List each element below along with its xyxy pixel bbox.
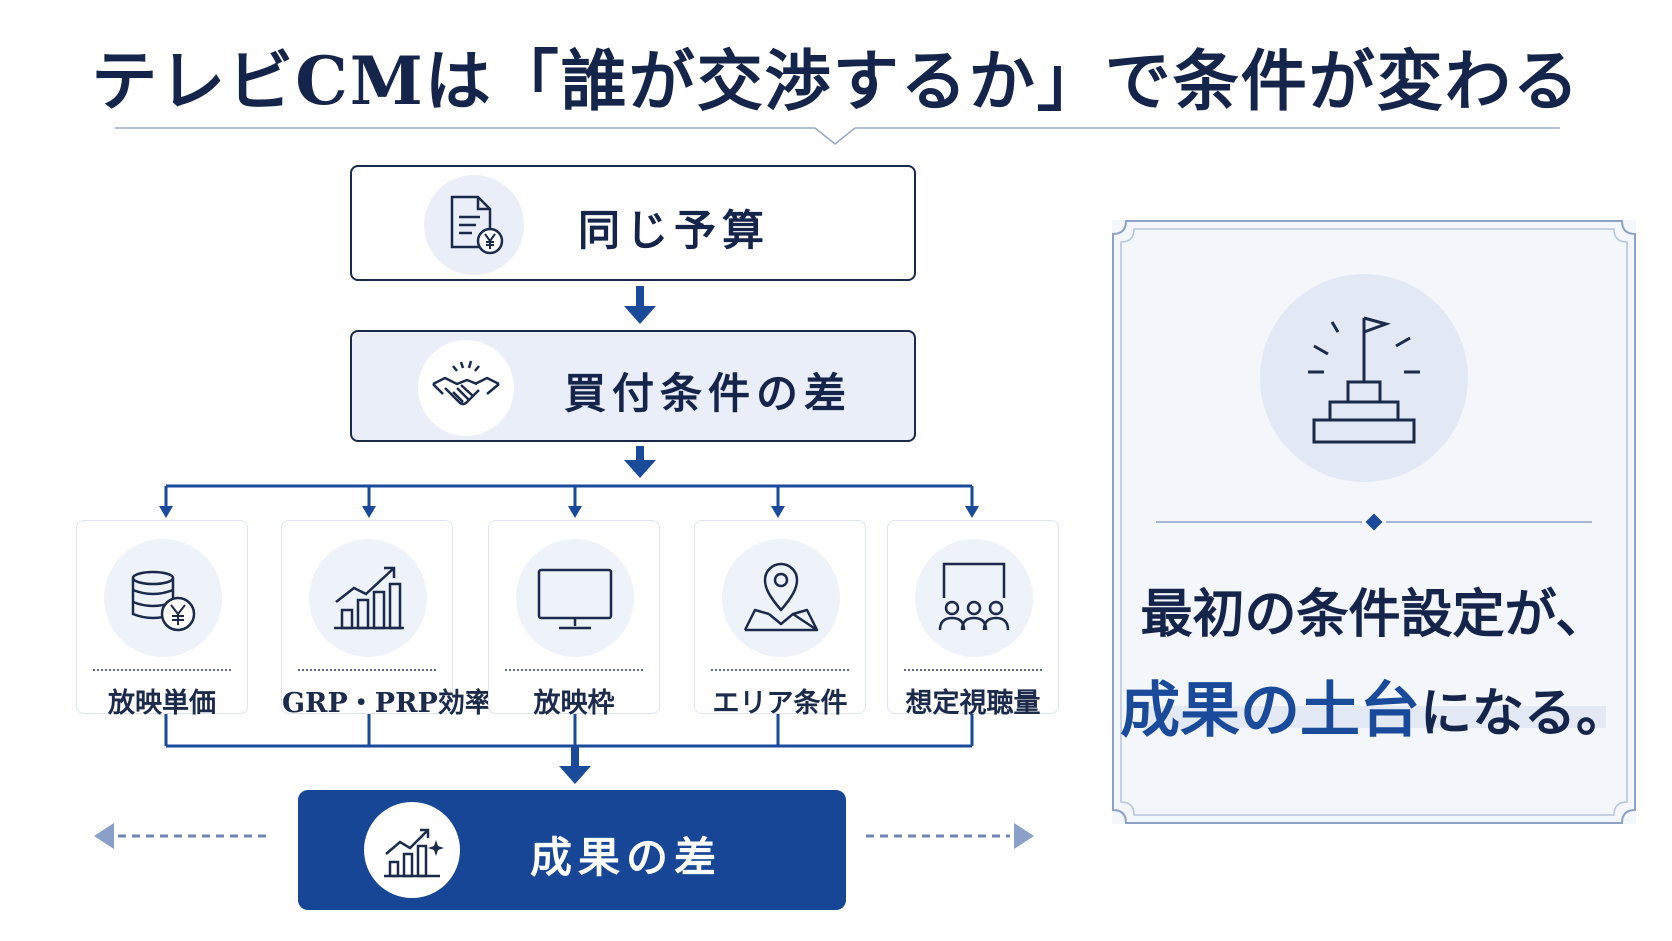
conclusion-panel: 最初の条件設定が、 成果の土台になる。 (1112, 220, 1636, 824)
result-difference-label: 成果の差 (530, 833, 723, 882)
factor-label: 放映単価 (108, 688, 216, 719)
factor-card-viewership: 想定視聴量 (887, 520, 1059, 719)
factor-label: 放映枠 (533, 688, 615, 719)
growth-chart-icon (309, 539, 427, 657)
monitor-icon (516, 539, 634, 657)
conclusion-line-2-rest: になる。 (1419, 683, 1628, 744)
factor-label: 想定視聴量 (905, 688, 1041, 719)
factor-card-grp-prp: GRP・PRP効率 (281, 520, 492, 719)
factor-card-unit-price: 放映単価 (76, 520, 248, 719)
factor-card-area: エリア条件 (694, 520, 866, 719)
conclusion-line-1: 最初の条件設定が、 (1140, 584, 1608, 645)
buying-conditions-label: 買付条件の差 (564, 369, 853, 418)
same-budget-box: 同じ予算 (350, 165, 916, 281)
coins-yen-icon (104, 539, 222, 657)
page-title: テレビCMは「誰が交渉するか」で条件が変わる (91, 42, 1581, 120)
chart-sparkle-icon (364, 802, 460, 898)
result-difference-box: 成果の差 (298, 790, 846, 910)
conclusion-line-2: 成果の土台になる。 (1112, 662, 1636, 749)
factor-card-airtime: 放映枠 (488, 520, 660, 719)
factor-label: エリア条件 (712, 688, 848, 719)
buying-conditions-box: 買付条件の差 (350, 330, 916, 442)
map-pin-icon (722, 539, 840, 657)
podium-flag-icon (1260, 274, 1468, 482)
same-budget-label: 同じ予算 (578, 206, 771, 255)
document-yen-icon (424, 175, 524, 275)
conclusion-highlight: 成果の土台 (1119, 676, 1420, 746)
factor-label: GRP・PRP効率 (282, 688, 492, 719)
handshake-icon (418, 340, 514, 436)
audience-icon (915, 539, 1033, 657)
